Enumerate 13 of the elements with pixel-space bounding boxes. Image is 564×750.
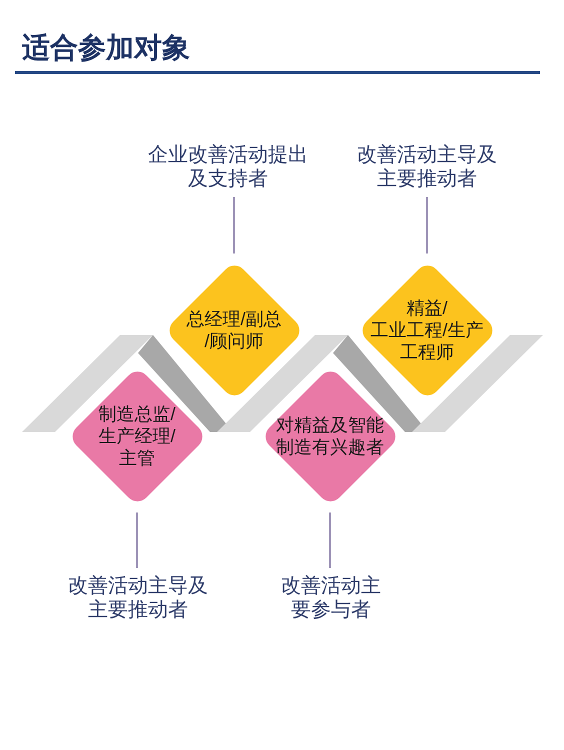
- role-text: 制造总监/生产经理/主管: [98, 403, 176, 469]
- leader-line: [136, 512, 138, 568]
- leader-line: [426, 197, 428, 254]
- role-text: 对精益及智能制造有兴趣者: [276, 414, 384, 458]
- role-text: 总经理/副总/顾问师: [186, 308, 282, 352]
- role-caption: 改善活动主要参与者: [281, 574, 381, 622]
- role-caption: 改善活动主导及主要推动者: [68, 574, 208, 622]
- page-title: 适合参加对象: [22, 31, 190, 65]
- leader-line: [329, 512, 331, 568]
- role-text: 精益/工业工程/生产工程师: [370, 297, 484, 363]
- role-caption: 企业改善活动提出及支持者: [148, 143, 308, 191]
- role-caption: 改善活动主导及主要推动者: [357, 143, 497, 191]
- leader-line: [233, 197, 235, 254]
